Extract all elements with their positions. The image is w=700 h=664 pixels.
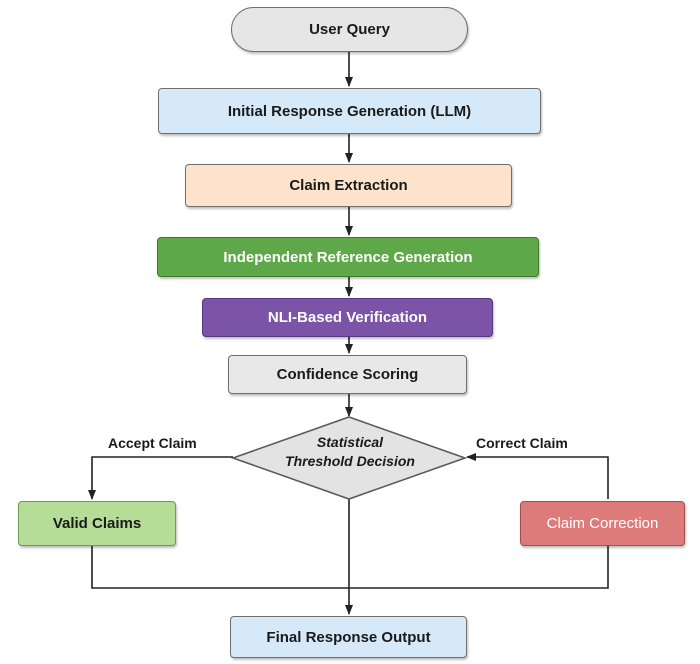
claim-correction-node: Claim Correction [520,501,685,546]
line-correction-to-merge [349,546,609,589]
confidence-scoring-node: Confidence Scoring [228,355,467,394]
initial-response-node: Initial Response Generation (LLM) [158,88,541,134]
claim-extraction-node: Claim Extraction [185,164,512,207]
reference-generation-label: Independent Reference Generation [223,248,473,266]
nli-verification-node: NLI-Based Verification [202,298,493,337]
decision-label-line1: Statistical [316,434,384,450]
claim-correction-label: Claim Correction [546,515,659,532]
final-output-node: Final Response Output [230,616,467,658]
decision-diamond [230,416,468,500]
reference-generation-node: Independent Reference Generation [157,237,539,277]
arrow-correction-to-decision [466,453,609,499]
initial-response-label: Initial Response Generation (LLM) [227,102,472,120]
user-query-label: User Query [309,21,390,38]
arrow-decision-to-valid [88,456,233,500]
line-valid-to-merge [91,546,349,589]
decision-label: Statistical Threshold Decision [240,433,460,471]
correct-claim-label: Correct Claim [476,435,568,451]
user-query-node: User Query [231,7,468,52]
confidence-scoring-label: Confidence Scoring [276,366,419,383]
decision-label-line2: Threshold Decision [285,453,415,469]
valid-claims-label: Valid Claims [52,515,142,532]
claim-extraction-label: Claim Extraction [289,177,408,194]
final-output-label: Final Response Output [266,628,431,646]
valid-claims-node: Valid Claims [18,501,176,546]
accept-claim-label: Accept Claim [108,435,197,451]
nli-verification-label: NLI-Based Verification [267,309,428,326]
